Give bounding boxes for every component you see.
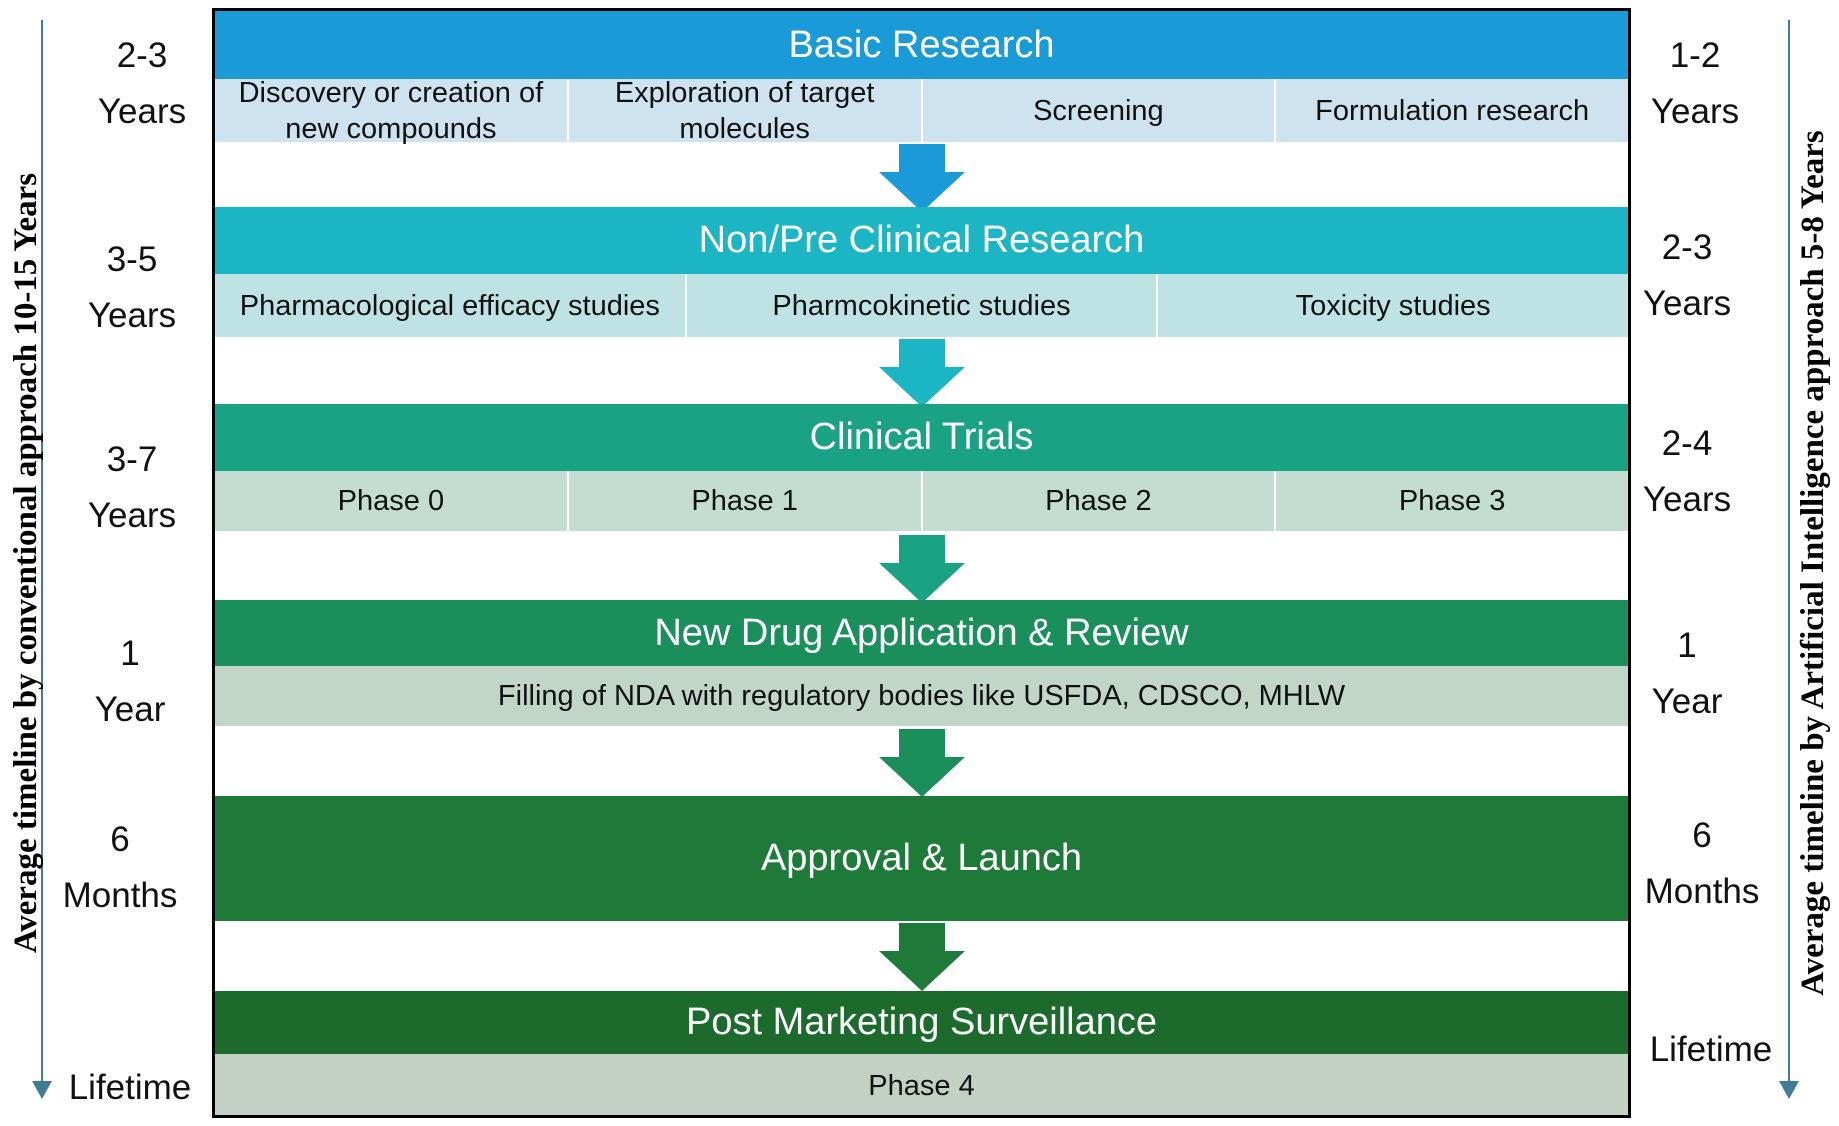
flow-arrow-2 <box>877 339 967 409</box>
subitem-phase-4: Phase 4 <box>868 1070 975 1102</box>
subitem-target-exploration: Exploration of target molecules <box>569 77 923 145</box>
subitem-phase-0: Phase 0 <box>215 471 569 531</box>
stage-header-clinical-trials: Clinical Trials <box>215 404 1628 471</box>
right-duration-post-marketing: Lifetime <box>1649 1030 1773 1069</box>
flow-arrow-3 <box>877 535 967 605</box>
subitem-formulation: Formulation research <box>1315 94 1590 127</box>
stage-header-approval-launch: Approval & Launch <box>215 796 1628 921</box>
stage-header-post-marketing: Post Marketing Surveillance <box>215 991 1628 1054</box>
stage-subitems-preclinical: Pharmacological efficacy studies Pharmco… <box>215 274 1628 337</box>
flow-arrow-1 <box>877 144 967 214</box>
subitem-discovery: Discovery or creation of new compounds <box>215 77 569 145</box>
right-axis-title: Average timeline by Artificial Intellige… <box>1795 130 1831 996</box>
subitem-phase-3: Phase 3 <box>1398 485 1506 517</box>
left-axis-title: Average timeline by conventional approac… <box>8 172 44 954</box>
subitem-phase-2: Phase 2 <box>923 471 1277 531</box>
subitem-toxicity: Toxicity studies <box>1295 289 1491 322</box>
subitem-screening: Screening <box>923 79 1277 142</box>
drug-development-flow: Basic Research Discovery or creation of … <box>212 8 1631 1118</box>
stage-header-preclinical: Non/Pre Clinical Research <box>215 207 1628 274</box>
stage-header-basic-research: Basic Research <box>215 11 1628 79</box>
flow-arrow-5 <box>877 923 967 993</box>
subitem-phase-1: Phase 1 <box>569 471 923 531</box>
stage-subitems-post-marketing: Phase 4 <box>215 1054 1628 1115</box>
stage-subitems-clinical-trials: Phase 0 Phase 1 Phase 2 Phase 3 <box>215 471 1628 531</box>
subitem-pharmacological-efficacy: Pharmacological efficacy studies <box>215 274 687 337</box>
subitem-nda-filing: Filling of NDA with regulatory bodies li… <box>497 680 1346 712</box>
right-timeline-axis <box>1779 20 1799 1099</box>
stage-subitems-basic-research: Discovery or creation of new compounds E… <box>215 77 1628 145</box>
flow-arrow-4 <box>877 729 967 799</box>
stage-header-nda-review: New Drug Application & Review <box>215 600 1628 666</box>
left-timeline-axis <box>32 20 52 1099</box>
left-duration-post-marketing: Lifetime <box>68 1068 192 1107</box>
left-axis-arrowhead <box>32 1081 52 1099</box>
stage-subitems-nda-review: Filling of NDA with regulatory bodies li… <box>215 666 1628 726</box>
right-axis-arrowhead <box>1779 1081 1799 1099</box>
subitem-pharmacokinetic: Pharmcokinetic studies <box>687 274 1159 337</box>
